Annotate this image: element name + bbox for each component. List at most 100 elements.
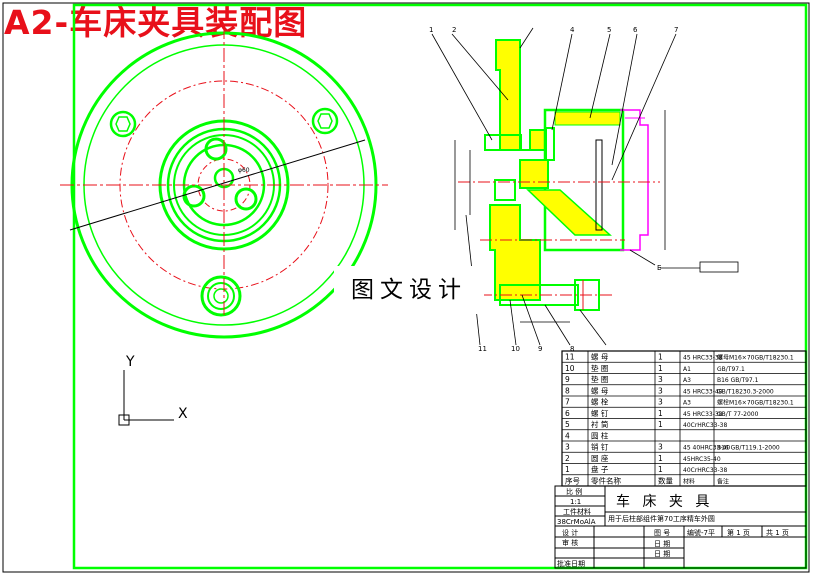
svg-text:图 号: 图 号	[654, 529, 670, 537]
sleeve-hatch-top	[554, 111, 621, 126]
stud-top	[545, 127, 555, 161]
bolt-head-bottom	[200, 275, 242, 317]
bom-cell-no: 1	[565, 465, 570, 474]
lower-plate-hatch	[489, 204, 541, 301]
svg-text:7: 7	[674, 26, 678, 34]
bom-cell-no: 序号	[565, 475, 580, 485]
bom-cell-no: 5	[565, 420, 570, 429]
bom-header-row: 序号零件名称数量材料备注	[562, 475, 806, 487]
bolt-head-right	[311, 107, 339, 135]
bom-row: 2 圆 座 1 45HRC35-40	[562, 453, 806, 464]
diameter-dim-line	[69, 139, 366, 231]
bom-cell-mat: A3	[683, 400, 691, 407]
bom-cell-mat: 45 HRC33-38	[683, 411, 723, 418]
bom-cell-mat: 45HRC35-40	[683, 456, 721, 463]
bom-cell-qty: 1	[658, 454, 663, 463]
svg-text:11: 11	[478, 345, 487, 353]
bom-cell-qty: 1	[658, 465, 663, 474]
bom-cell-mat: 材料	[683, 477, 695, 485]
bom-cell-mat: 45 40HRC33-40	[683, 445, 730, 452]
svg-text:2: 2	[452, 26, 456, 34]
bom-cell-note: GB/T 77-2000	[717, 411, 759, 418]
svg-text:5: 5	[607, 26, 611, 34]
inner-frame	[72, 3, 808, 570]
bom-cell-qty: 1	[658, 420, 663, 429]
workpiece-outline	[620, 109, 649, 251]
svg-text:用于后柱部组件第70工序精车外圆: 用于后柱部组件第70工序精车外圆	[608, 514, 715, 523]
svg-text:第 1 页: 第 1 页	[727, 528, 750, 537]
bom-cell-mat: 45 HRC33-38	[683, 355, 723, 362]
bom-cell-qty: 3	[658, 443, 663, 452]
svg-text:车 床 夹 具: 车 床 夹 具	[616, 493, 713, 510]
inner-bore	[519, 159, 549, 189]
callout-labels: 1 2 4 5 6 7 11 10 9 8 E	[429, 26, 678, 353]
bom-cell-name: 螺 栓	[591, 397, 609, 407]
svg-text:1: 1	[429, 26, 433, 34]
svg-text:日 期: 日 期	[654, 540, 670, 548]
svg-text:设 计: 设 计	[562, 528, 578, 537]
svg-text:6: 6	[633, 26, 638, 34]
svg-text:日 期: 日 期	[654, 550, 670, 558]
svg-text:38CrMoAlA: 38CrMoAlA	[557, 518, 596, 526]
bom-cell-note: B16 GB/T119.1-2000	[717, 445, 780, 452]
washer-top	[484, 134, 522, 151]
svg-text:E: E	[657, 264, 661, 272]
bom-cell-name: 圆 柱	[591, 430, 609, 440]
svg-text:审 核: 审 核	[562, 538, 578, 547]
bom-cell-name: 圆 座	[591, 453, 609, 463]
bom-cell-no: 2	[565, 454, 570, 463]
svg-text:比 例: 比 例	[566, 487, 582, 496]
ucs-axes-icon: Y X	[118, 354, 188, 426]
bom-cell-note: GB/T97.1	[717, 366, 745, 373]
bom-cell-no: 9	[565, 375, 570, 384]
bom-cell-qty: 1	[658, 409, 663, 418]
svg-text:Y: Y	[125, 354, 135, 370]
drawing-title: A2-车床夹具装配图	[4, 3, 308, 42]
bom-cell-mat: 40CrHRC33-38	[683, 422, 727, 429]
bom-cell-note: GB/T18230.3-2000	[717, 388, 774, 395]
svg-text:工件材料: 工件材料	[563, 507, 591, 516]
svg-text:批准日期: 批准日期	[557, 559, 585, 568]
bolt-head-left	[109, 110, 137, 138]
bom-cell-no: 11	[565, 353, 575, 362]
svg-text:编號-7平: 编號-7平	[687, 528, 715, 537]
cone-hatch	[526, 189, 612, 236]
bom-cell-name: 螺 母	[591, 352, 609, 362]
bom-cell-name: 螺 母	[591, 385, 609, 395]
bom-cell-no: 8	[565, 386, 570, 395]
bom-cell-no: 10	[565, 364, 575, 373]
bom-cell-name: 螺 钉	[591, 408, 609, 418]
pin-hole-1	[204, 137, 228, 161]
pin-hole-3	[234, 187, 258, 211]
pin-rod	[595, 139, 603, 231]
watermark-text: 图文设计	[334, 266, 484, 314]
bom-cell-mat: A3	[683, 377, 691, 384]
svg-text:1:1: 1:1	[570, 498, 581, 506]
svg-text:10: 10	[511, 345, 520, 353]
svg-text:X: X	[178, 406, 188, 422]
bom-row: 5 衬 筒 1 40CrHRC33-38	[562, 419, 806, 431]
svg-text:4: 4	[570, 26, 575, 34]
bom-cell-name: 衬 筒	[591, 419, 609, 429]
bom-cell-qty: 1	[658, 353, 663, 362]
bom-cell-name: 销 钉	[591, 442, 609, 452]
bom-cell-note: 螺母M16×70GB/T18230.1	[717, 354, 794, 362]
tolerance-box	[699, 261, 739, 273]
bom-cell-name: 垫 圈	[591, 363, 608, 373]
svg-text:9: 9	[538, 345, 542, 353]
bom-cell-mat: 45 HRC33-40	[683, 388, 723, 395]
bom-cell-qty: 3	[658, 398, 663, 407]
bom-cell-no: 7	[565, 398, 570, 407]
diameter-label: φ60	[238, 167, 250, 174]
bom-cell-qty: 1	[658, 364, 663, 373]
bom-cell-qty: 数量	[658, 475, 673, 485]
bom-cell-qty: 3	[658, 375, 663, 384]
